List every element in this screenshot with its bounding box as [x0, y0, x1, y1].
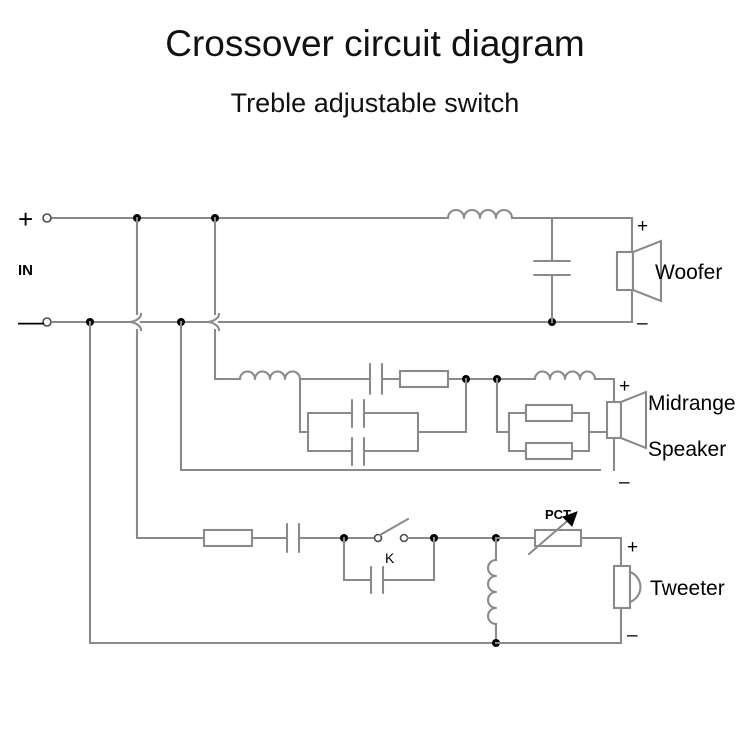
midrange-resistor-lower-icon — [524, 441, 574, 461]
woofer-branch: Woofer + – — [446, 209, 722, 334]
cap-pair-upper-right — [362, 411, 420, 434]
switch-K-label: K — [385, 550, 395, 566]
input-labels: + IN — — [18, 204, 44, 336]
input-plus-terminal-icon[interactable] — [42, 213, 52, 223]
res-pair-lower-left — [507, 430, 528, 453]
woofer-plus-label: + — [637, 216, 648, 237]
cap-pair-upper-left — [306, 411, 354, 434]
bypass-left-leg — [342, 536, 373, 582]
switch-K-icon[interactable] — [373, 517, 410, 543]
midrange-capacitor-icon — [368, 362, 384, 396]
woofer-capacitor-icon — [532, 259, 572, 277]
tweeter-wire-after-pct — [579, 536, 623, 548]
midrange-capacitor-upper-icon — [350, 398, 366, 429]
input-plus-label: + — [18, 204, 33, 234]
midrange-parallel-capacitor-pair — [298, 377, 468, 467]
cap-pair-lower-right — [362, 430, 420, 453]
wire-hop-x215 — [205, 312, 221, 324]
woofer-minus-label: – — [637, 313, 648, 334]
cap-pair-left-stub — [298, 377, 310, 434]
switch-left-contact-icon[interactable] — [373, 533, 383, 543]
switch-blade[interactable] — [378, 517, 410, 537]
input-minus-terminal-icon[interactable] — [42, 317, 52, 327]
tweeter-speaker-icon — [612, 564, 642, 610]
midrange-minus-label: – — [619, 472, 630, 493]
feed-wire-tweeter-return — [88, 320, 498, 645]
woofer-inductor-icon — [446, 209, 514, 220]
tweeter-plus-label: + — [627, 537, 638, 558]
tweeter-minus-label: – — [627, 625, 638, 646]
midrange-inductor-icon — [238, 370, 302, 381]
tweeter-branch: K — [202, 507, 725, 647]
midrange-resistor-upper-icon — [524, 403, 574, 423]
switch-right-contact-icon[interactable] — [399, 533, 409, 543]
tweeter-shunt-inductor-icon — [487, 558, 498, 626]
tweeter-bypass-capacitor-branch — [342, 536, 436, 595]
feed-wire-midrange-return — [179, 320, 602, 472]
woofer-label: Woofer — [655, 261, 722, 284]
midrange-parallel-resistor-pair — [495, 377, 616, 461]
res-pair-left-stub — [495, 377, 511, 434]
pct-label: PCT — [545, 507, 571, 522]
midrange-resistor-icon — [398, 369, 450, 389]
midrange-speaker-icon — [605, 390, 648, 450]
branch-feed-wires — [88, 216, 602, 645]
pct-arrow-icon — [527, 511, 578, 556]
res-pair-lower-right — [570, 430, 591, 453]
wire-hop-x137 — [127, 312, 143, 324]
midrange-capacitor-lower-icon — [350, 436, 366, 467]
tweeter-resistor-icon — [202, 528, 254, 548]
midrange-label-line2: Speaker — [648, 438, 726, 461]
wire-hop-x137-b — [127, 320, 143, 332]
tweeter-label: Tweeter — [650, 577, 725, 600]
midrange-branch: Midrange Speaker + – — [238, 362, 736, 493]
cap-pair-to-node — [416, 377, 468, 434]
midrange-wire-after-inductor-2 — [593, 377, 616, 472]
feed-wire-midrange-hot — [213, 216, 242, 381]
midrange-inductor-2-icon — [533, 370, 597, 381]
input-in-label: IN — [18, 262, 33, 279]
negative-rail — [50, 312, 634, 332]
input-terminals — [42, 213, 139, 327]
feed-wire-tweeter-hot — [135, 216, 206, 540]
tweeter-capacitor-icon — [285, 522, 301, 554]
cap-pair-lower-left — [306, 430, 354, 453]
res-pair-upper-right — [570, 411, 591, 434]
wire-hop-x215-b — [205, 320, 221, 332]
woofer-speaker-icon — [615, 239, 663, 303]
tweeter-bypass-capacitor-icon — [369, 565, 385, 595]
res-pair-upper-left — [507, 411, 528, 434]
midrange-plus-label: + — [619, 376, 630, 397]
bypass-right-leg — [381, 536, 436, 582]
input-minus-label: — — [18, 306, 44, 336]
midrange-label-line1: Midrange — [648, 392, 736, 415]
positive-rail — [133, 214, 450, 222]
